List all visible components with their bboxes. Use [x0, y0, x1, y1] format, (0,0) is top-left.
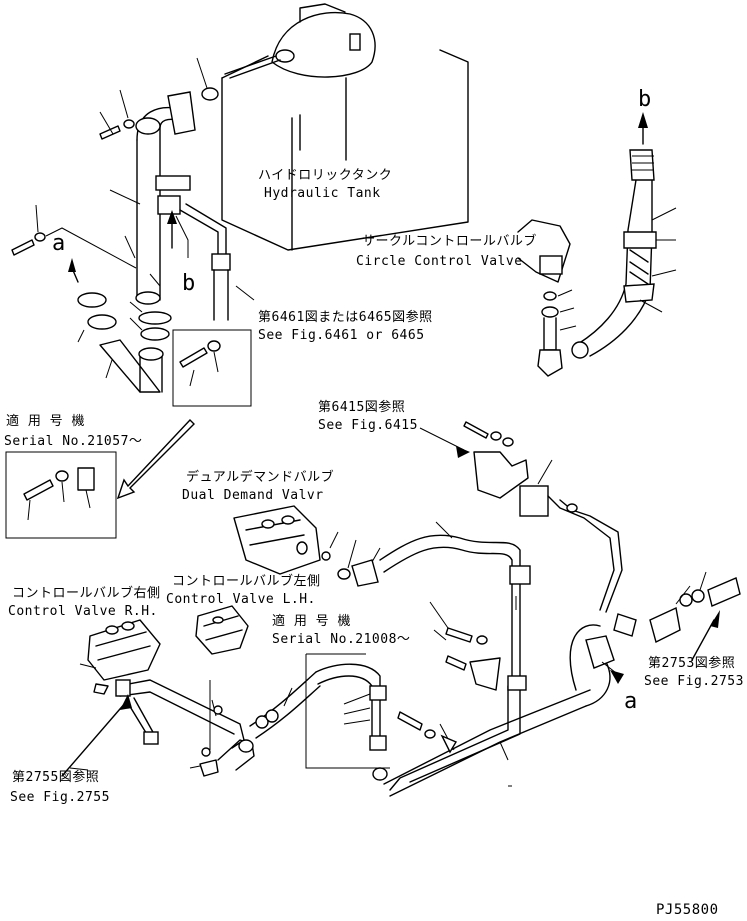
circle-valve-label-en: Circle Control Valve — [356, 254, 523, 269]
dual-demand-valve — [233, 505, 321, 575]
reference-a-left: a — [52, 231, 66, 256]
tank-label-en: Hydraulic Tank — [264, 186, 381, 201]
see-fig-6415-jp: 第6415図参照 — [318, 400, 406, 415]
control-valve-rh-jp: コントロールバルブ右側 — [12, 586, 161, 601]
see-fig-2753-jp: 第2753図参照 — [648, 656, 736, 671]
see-fig-6415-en: See Fig.6415 — [318, 418, 418, 433]
see-fig-2755-jp: 第2755図参照 — [12, 770, 100, 785]
see-fig-6461-jp: 第6461図または6465図参照 — [258, 310, 433, 325]
control-valve-rh-en: Control Valve R.H. — [8, 604, 158, 619]
drawing-code: PJ55800 — [656, 902, 719, 918]
see-fig-2753-en: See Fig.2753 — [644, 674, 744, 689]
circle-valve-label-jp: サークルコントロールバルブ — [362, 234, 537, 249]
control-valve-lh-en: Control Valve L.H. — [166, 592, 316, 607]
reference-b-left: b — [182, 271, 196, 296]
dual-demand-label-en: Dual Demand Valvr — [182, 488, 324, 503]
serial-b-label-jp: 適 用 号 機 — [272, 614, 351, 629]
serial-a-label-jp: 適 用 号 機 — [6, 414, 85, 429]
serial-a-label-en: Serial No.21057～ — [4, 434, 143, 449]
serial-b-label-en: Serial No.21008～ — [272, 632, 411, 647]
hydraulic-tank — [221, 3, 469, 251]
tank-label-jp: ハイドロリックタンク — [258, 168, 393, 183]
see-fig-6461-en: See Fig.6461 or 6465 — [258, 328, 425, 343]
see-fig-2755-en: See Fig.2755 — [10, 790, 110, 805]
suction-pipe — [135, 91, 196, 305]
reference-a-right: a — [624, 689, 638, 714]
reference-b-top: b — [638, 87, 652, 112]
dual-demand-label-jp: デュアルデマンドバルブ — [186, 470, 335, 485]
control-valve-lh-jp: コントロールバルブ左側 — [172, 574, 321, 589]
